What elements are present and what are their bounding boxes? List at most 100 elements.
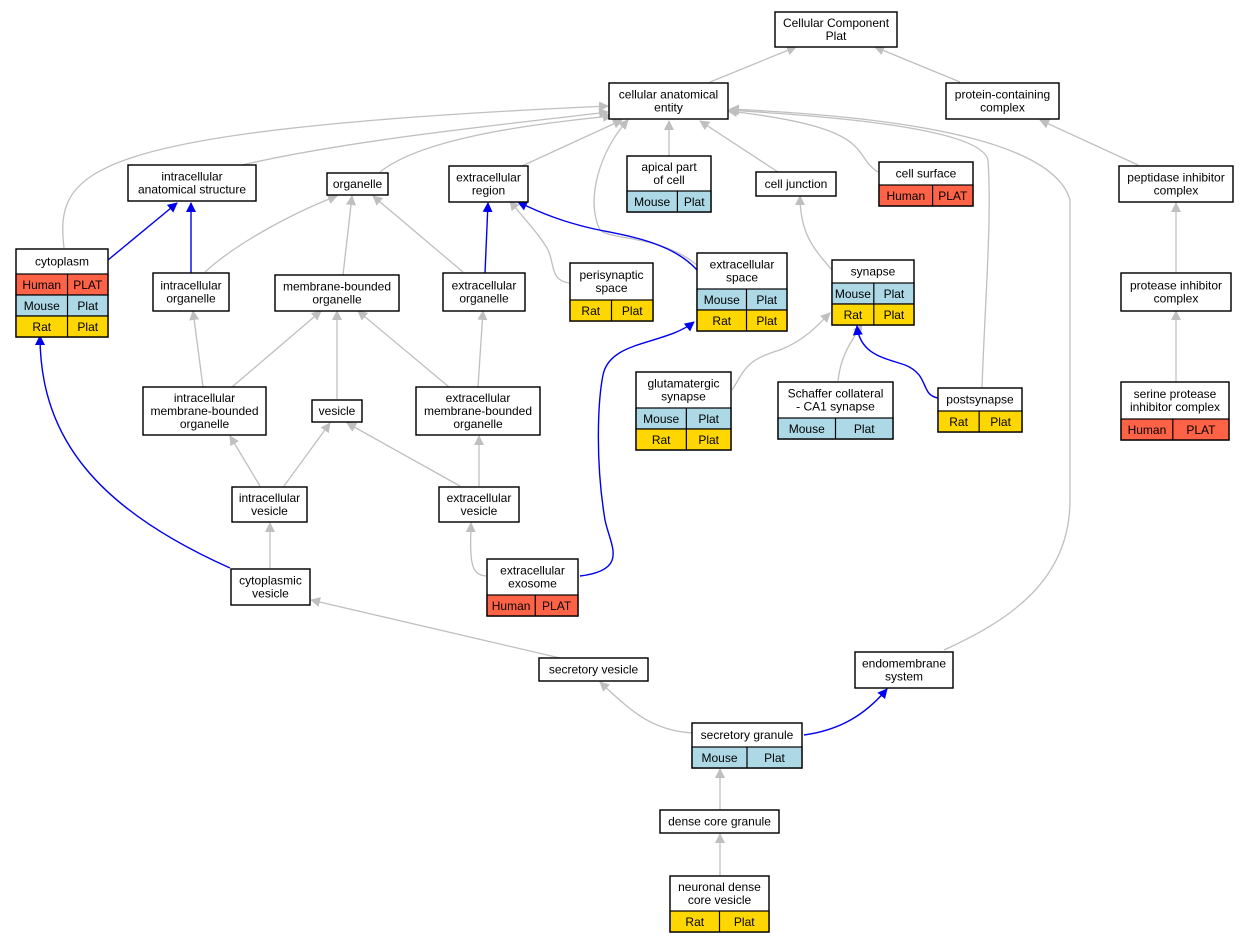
- gene-symbol: Plat: [77, 320, 98, 334]
- node-label: cellular anatomical: [619, 88, 718, 102]
- node-label: anatomical structure: [138, 183, 246, 197]
- node-label: postsynapse: [946, 393, 1014, 407]
- node-label: complex: [1154, 184, 1199, 198]
- edge-cyto-ias: [107, 202, 178, 261]
- node-label: vesicle: [461, 504, 498, 518]
- species-name: Human: [1128, 423, 1167, 437]
- node-org[interactable]: organelle: [326, 172, 389, 196]
- edge-syn-cj: [795, 195, 833, 271]
- gene-symbol: Plat: [77, 299, 98, 313]
- node-outline: [152, 272, 230, 312]
- species-name: Human: [492, 599, 531, 613]
- node-outline: [231, 486, 308, 523]
- species-name: Rat: [685, 915, 704, 929]
- node-label: neuronal dense: [678, 880, 761, 894]
- node-label: cell surface: [896, 167, 957, 181]
- edge-pcc-root: [874, 45, 961, 83]
- node-label: organelle: [453, 417, 503, 431]
- node-box: [127, 164, 257, 202]
- edge-exo-ev: [465, 522, 487, 577]
- node-ves[interactable]: vesicle: [311, 399, 363, 423]
- node-outline: [774, 11, 898, 48]
- node-label: perisynaptic: [579, 268, 643, 282]
- edge-cyto-cae: [62, 101, 609, 249]
- node-label: membrane-bounded: [150, 404, 258, 418]
- node-label: secretory granule: [701, 728, 794, 742]
- node-sv[interactable]: secretory vesicle: [538, 657, 649, 682]
- edge-imbo-mbo: [231, 310, 322, 388]
- gene-symbol: PLAT: [1186, 423, 1216, 437]
- node-outline: [635, 371, 732, 451]
- gene-symbol: Plat: [622, 304, 643, 318]
- species-name: Mouse: [24, 299, 60, 313]
- node-label: intracellular: [174, 391, 235, 405]
- node-outline: [854, 651, 954, 689]
- species-name: Human: [22, 278, 61, 292]
- node-label: cell junction: [765, 177, 828, 191]
- node-outline: [608, 82, 729, 120]
- node-label: organelle: [459, 292, 509, 306]
- node-outline: [274, 274, 400, 312]
- node-label: vesicle: [252, 587, 289, 601]
- species-name: Rat: [844, 308, 863, 322]
- node-dcg[interactable]: dense core granule: [659, 809, 780, 834]
- gene-symbol: Plat: [698, 412, 719, 426]
- edge-cae-root: [709, 45, 797, 83]
- edge-io-org: [204, 194, 338, 273]
- node-label: intracellular: [160, 279, 221, 293]
- node-outline: [230, 568, 311, 606]
- node-box: [774, 11, 898, 48]
- species-row-mouse: Mouse Plat: [15, 294, 109, 317]
- node-label: extracellular: [452, 279, 517, 293]
- species-name: Mouse: [704, 293, 740, 307]
- node-label: serine protease: [1134, 387, 1217, 401]
- node-box: [448, 165, 529, 203]
- node-cj[interactable]: cell junction: [755, 171, 837, 197]
- node-label: region: [472, 184, 505, 198]
- node-outline: [442, 272, 526, 312]
- node-outline: [486, 558, 579, 617]
- species-name: Human: [886, 189, 925, 203]
- node-label: synapse: [851, 265, 896, 279]
- edges: [35, 45, 1181, 876]
- gene-symbol: Plat: [698, 433, 719, 447]
- node-outline: [691, 722, 803, 769]
- node-label: protein-containing: [955, 88, 1050, 102]
